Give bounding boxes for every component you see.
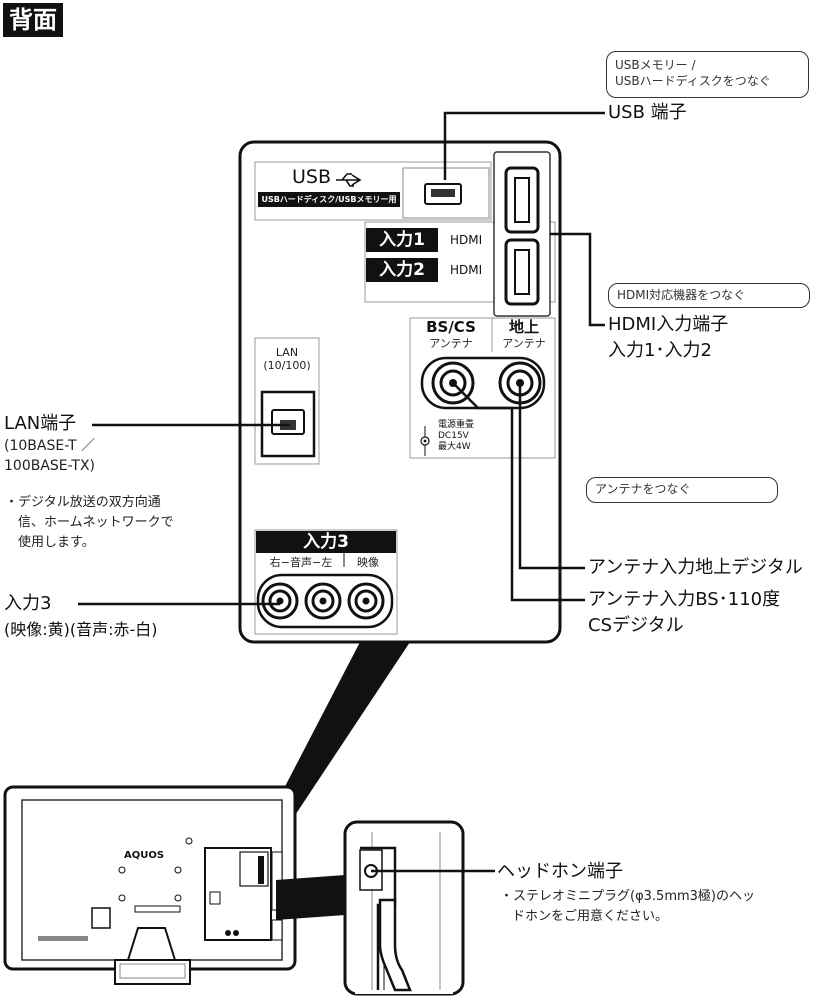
headphone-note-line1: ・ステレオミニプラグ(φ3.5mm3極)のヘッ <box>500 889 755 904</box>
page-title: 背面 <box>3 3 63 37</box>
headphone-note-line2: ドホンをご用意ください。 <box>512 909 669 924</box>
antenna-power-spec: 電源重畳 DC15V 最大4W <box>438 420 474 453</box>
power-spec-line1: 電源重畳 <box>438 420 475 430</box>
lan-note-line1: ・デジタル放送の双方向通 <box>5 495 161 510</box>
bscs-label: BS/CS <box>426 318 476 336</box>
lan-note-line3: 使用します。 <box>18 535 95 550</box>
usb-panel-sublabel: USBハードディスク/USBメモリー用 <box>261 195 397 204</box>
lan-panel-label-line2: (10/100) <box>263 359 311 372</box>
lan-callout: LAN端子 <box>4 413 77 434</box>
antenna-note-box: アンテナをつなぐ <box>586 477 778 503</box>
hdmi-input1-label: HDMI <box>450 233 483 247</box>
headphone-callout: ヘッドホン端子 <box>497 861 623 882</box>
lan-panel-label: LAN (10/100) <box>255 346 319 372</box>
hdmi-input1-tag: 入力1 <box>366 228 438 252</box>
bscs-sub-label: アンテナ <box>429 337 473 350</box>
tv-brand-logo: AQUOS <box>124 850 165 861</box>
lan-panel-label-line1: LAN <box>275 346 299 359</box>
lan-note-line2: 信、ホームネットワークで <box>18 515 174 530</box>
power-spec-line2: DC15V <box>438 431 469 441</box>
bscs-callout-line2: CSデジタル <box>588 615 684 636</box>
terrestrial-label: 地上 <box>508 318 539 336</box>
input3-callout-sub: (映像:黄)(音声:赤-白) <box>4 620 158 639</box>
power-spec-line3: 最大4W <box>438 442 471 452</box>
hdmi-note: HDMI対応機器をつなぐ <box>617 288 746 302</box>
input3-callout: 入力3 <box>4 593 52 614</box>
usb-note-line2: USBハードディスクをつなぐ <box>615 74 771 88</box>
lan-spec-line1: (10BASE-T ／ <box>4 438 95 454</box>
hdmi-input2-tag: 入力2 <box>366 258 438 282</box>
hdmi-note-box: HDMI対応機器をつなぐ <box>608 283 810 308</box>
usb-note-line1: USBメモリー / <box>615 58 696 72</box>
bscs-callout-line1: アンテナ入力BS･110度 <box>588 589 781 610</box>
terrestrial-sub-label: アンテナ <box>502 337 546 350</box>
hdmi-callout-line2: 入力1･入力2 <box>608 340 712 361</box>
usb-symbol-icon <box>336 173 362 187</box>
hdmi-input2-label: HDMI <box>450 263 483 277</box>
hdmi-callout-line1: HDMI入力端子 <box>608 314 729 335</box>
antenna-note: アンテナをつなぐ <box>595 482 691 496</box>
input3-audio-label: 右−音声−左 <box>269 556 333 569</box>
terrestrial-callout: アンテナ入力地上デジタル <box>588 557 803 578</box>
input3-tag: 入力3 <box>256 531 396 553</box>
input3-video-label: 映像 <box>357 556 379 569</box>
usb-note-box: USBメモリー / USBハードディスクをつなぐ <box>606 51 809 98</box>
lan-spec-line2: 100BASE-TX) <box>4 458 96 474</box>
usb-callout: USB 端子 <box>608 102 687 123</box>
usb-panel-label: USB <box>292 166 332 188</box>
